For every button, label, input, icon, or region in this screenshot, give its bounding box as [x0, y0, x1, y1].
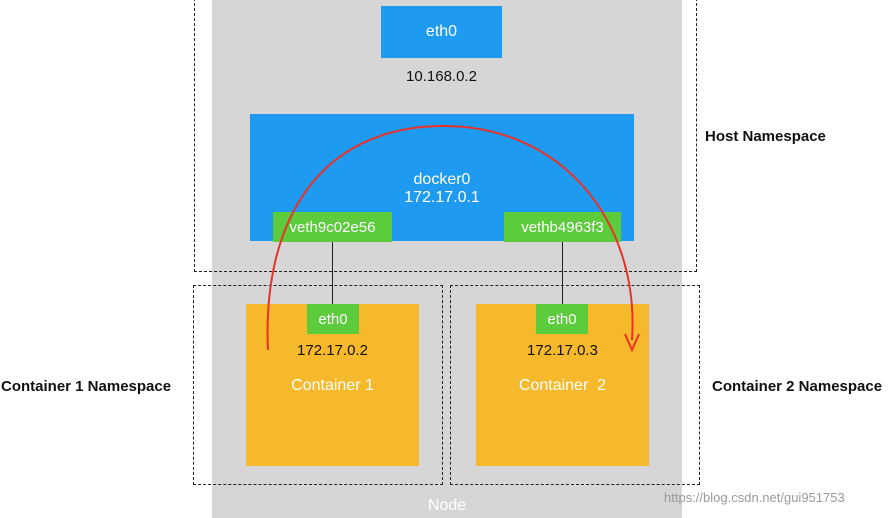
container2-namespace-box	[450, 285, 700, 485]
host-eth0-ip: 10.168.0.2	[406, 68, 477, 85]
host-namespace-box	[194, 0, 697, 272]
container1-name: Container 1	[291, 377, 374, 394]
veth-container1-label: veth9c02e56	[289, 218, 376, 236]
container2-namespace-label: Container 2 Namespace	[712, 378, 883, 395]
host-eth0-label: eth0	[425, 23, 458, 40]
container1-namespace-label: Container 1 Namespace	[1, 378, 172, 395]
docker0-label: docker0	[413, 171, 471, 188]
container1-eth0-label: eth0	[318, 310, 348, 328]
host-eth0-box: eth0	[381, 6, 502, 58]
container1-eth0: eth0	[307, 304, 359, 334]
container1-ip: 172.17.0.2	[297, 342, 368, 359]
watermark: https://blog.csdn.net/gui951753	[664, 490, 845, 505]
packet-path-arc	[266, 124, 634, 351]
container1-namespace-box	[193, 285, 443, 485]
veth-container2: vethb4963f3	[504, 212, 621, 242]
veth-container2-label: vethb4963f3	[521, 218, 604, 236]
container2-eth0-label: eth0	[547, 310, 577, 328]
host-namespace-label: Host Namespace	[705, 128, 826, 145]
container2-name: Container 2	[518, 377, 607, 394]
docker0-ip: 172.17.0.1	[404, 189, 480, 206]
node-label: Node	[427, 497, 467, 514]
arrowhead-icon	[624, 333, 640, 353]
link-line-1	[332, 242, 333, 304]
link-line-2	[562, 242, 563, 304]
container2-ip: 172.17.0.3	[527, 342, 598, 359]
container2-eth0: eth0	[536, 304, 588, 334]
veth-container1: veth9c02e56	[273, 212, 392, 242]
